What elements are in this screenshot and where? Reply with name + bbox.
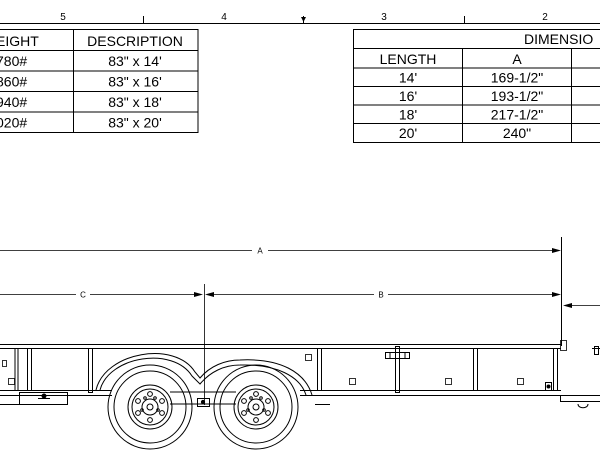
dimension-label-c: C [80, 291, 86, 300]
weight-table [0, 29, 199, 133]
trailer-stakes [14, 348, 558, 393]
description-cell: 83" x 16' [108, 74, 162, 90]
weight-cell: 780# [0, 53, 27, 69]
front-frame-detail [545, 346, 600, 409]
dimension-label-a: A [257, 247, 263, 256]
dimension-a-cell: 217-1/2" [491, 107, 543, 123]
zone-label-3: 3 [381, 12, 387, 23]
weight-cell: 940# [0, 94, 27, 110]
description-cell: 83" x 18' [108, 94, 162, 110]
zone-label-4: 4 [221, 12, 227, 23]
fender [95, 353, 313, 396]
weight-cell: 020# [0, 115, 27, 131]
dimension-a-cell: 169-1/2" [491, 70, 543, 86]
wheel-front [107, 364, 193, 450]
toolbox [19, 392, 68, 405]
description-cell: 83" x 20' [108, 115, 162, 131]
length-cell: 16' [399, 88, 417, 104]
zone-label-2: 2 [542, 12, 548, 23]
dimension-table-title: DIMENSIO [524, 31, 593, 47]
stake-pockets [2, 340, 567, 385]
dimension-table-header-a: A [512, 51, 522, 67]
weight-table-header-weight: EIGHT [0, 33, 39, 49]
dimension-line-tongue [563, 303, 600, 308]
dimension-line-a [0, 237, 562, 346]
description-cell: 83" x 14' [108, 53, 162, 69]
trailer-side-rail [0, 344, 561, 405]
dimension-a-cell: 240" [503, 125, 531, 141]
weight-table-header-description: DESCRIPTION [87, 33, 183, 49]
length-cell: 18' [399, 107, 417, 123]
dimension-label-b: B [378, 291, 383, 300]
sheet-border [0, 16, 600, 24]
wheel-rear [213, 364, 299, 450]
zone-label-5: 5 [60, 12, 66, 23]
stake-clamp [385, 346, 410, 359]
weight-cell: 860# [0, 74, 27, 90]
length-cell: 14' [399, 70, 417, 86]
length-cell: 20' [399, 125, 417, 141]
dimension-a-cell: 193-1/2" [491, 88, 543, 104]
dimension-table [353, 29, 600, 143]
dimension-line-c [0, 292, 203, 297]
dimension-table-header-length: LENGTH [380, 51, 437, 67]
axle-spring [170, 398, 236, 407]
